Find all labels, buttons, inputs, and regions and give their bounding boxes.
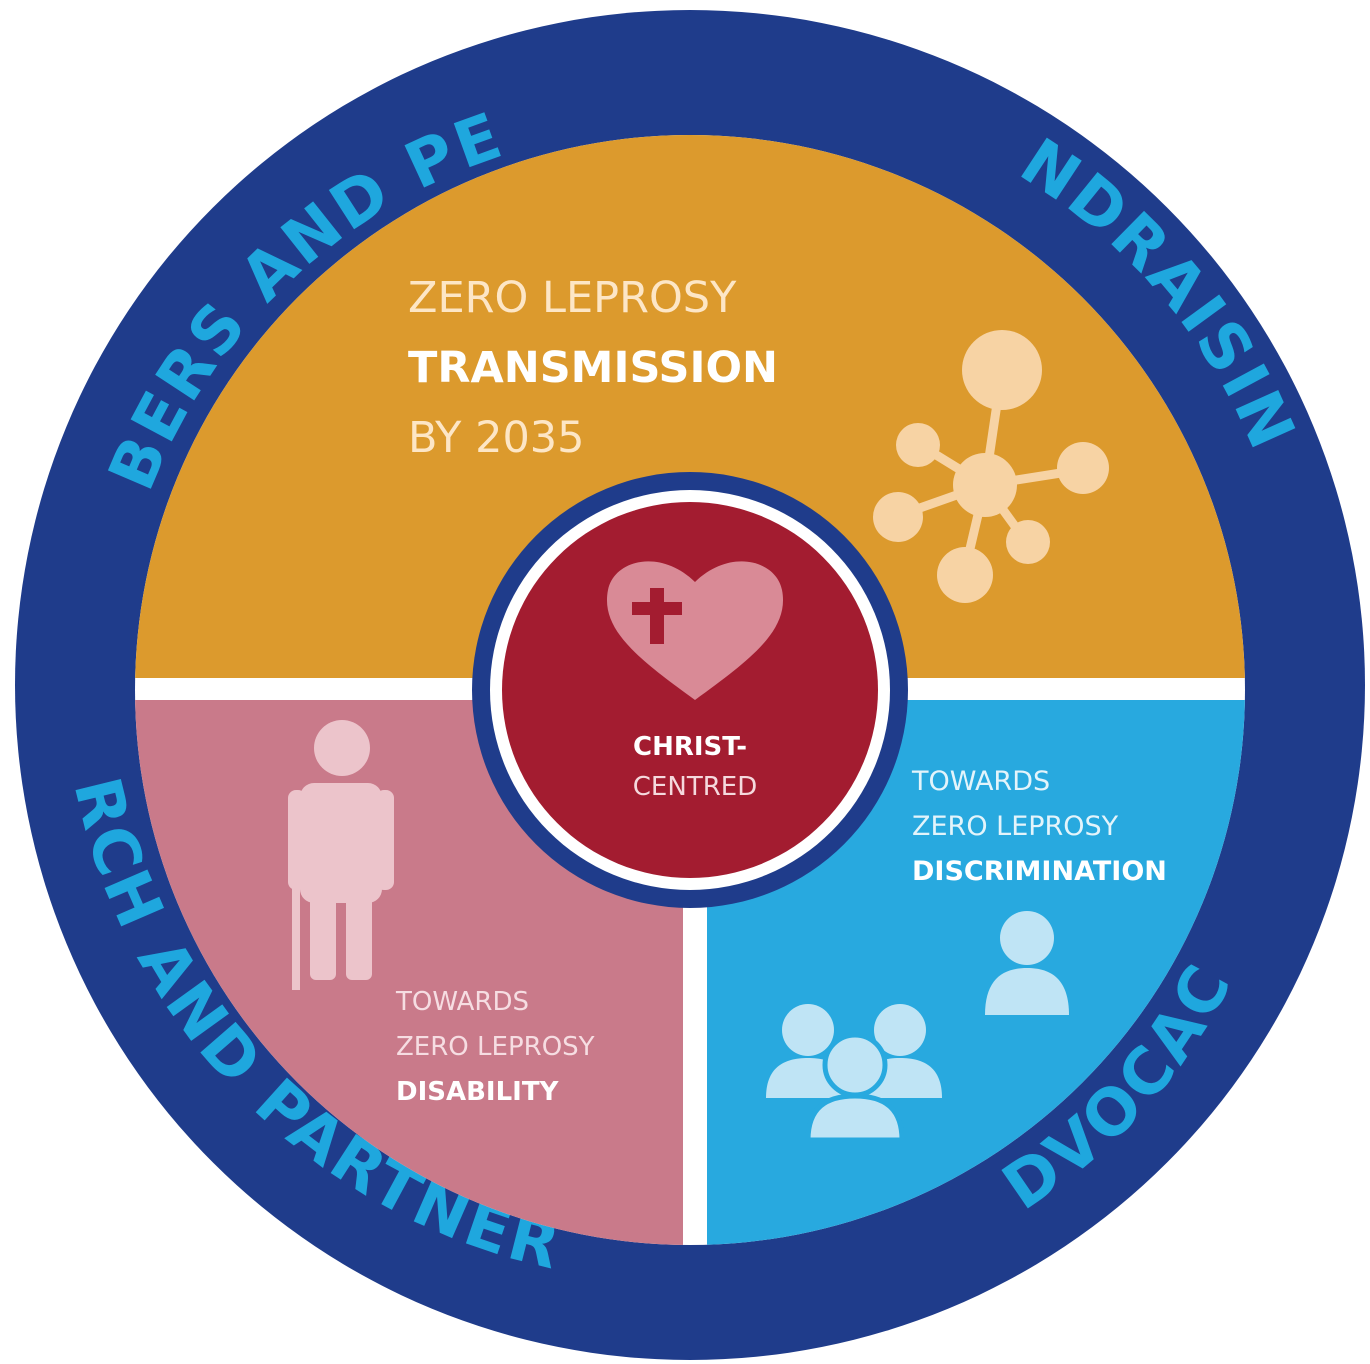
left-line-1: TOWARDS [395, 987, 529, 1017]
left-line-3: DISABILITY [396, 1077, 560, 1107]
right-line-3: DISCRIMINATION [912, 856, 1167, 887]
top-title-line-2: TRANSMISSION [408, 343, 778, 393]
top-title-line-1: ZERO LEPROSY [408, 273, 737, 323]
center-line-1: CHRIST- [633, 732, 747, 762]
people-group-icon [766, 911, 1069, 1143]
top-title-line-3: BY 2035 [408, 413, 585, 463]
right-line-2: ZERO LEPROSY [912, 811, 1119, 842]
network-icon [873, 330, 1109, 603]
person-with-cane-icon [288, 720, 394, 990]
left-line-2: ZERO LEPROSY [396, 1032, 595, 1062]
heart-cross-icon [606, 561, 784, 700]
right-line-1: TOWARDS [911, 766, 1050, 797]
center-line-2: CENTRED [633, 772, 757, 802]
